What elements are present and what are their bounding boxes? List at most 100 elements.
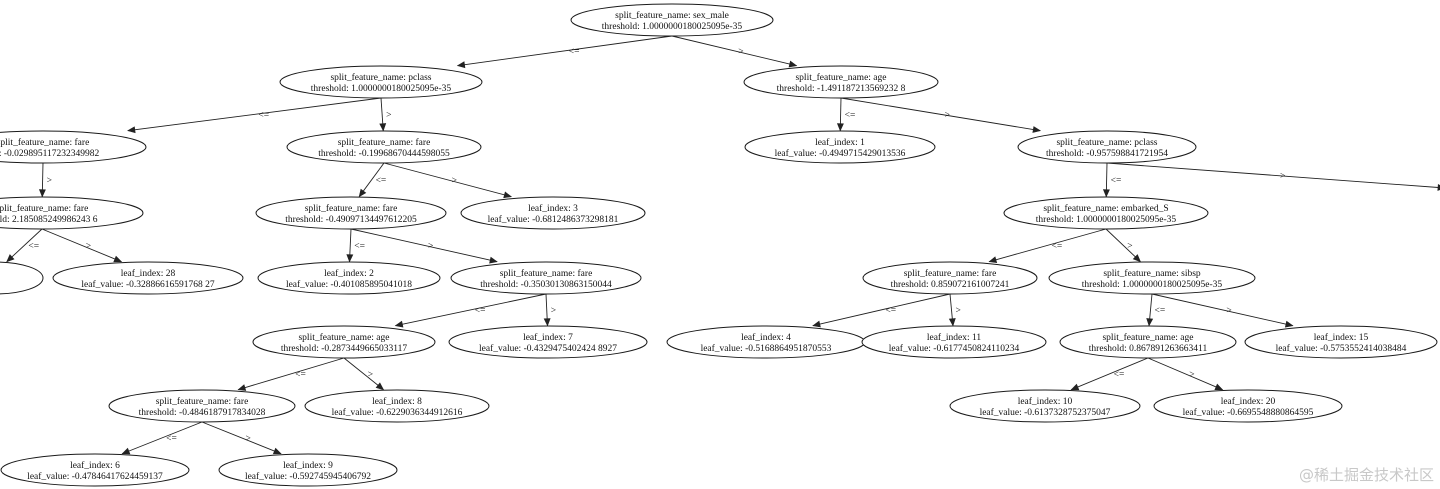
edge-label: > bbox=[955, 306, 960, 316]
node-ellipse bbox=[0, 261, 44, 295]
edge-n_fare_mid1-to-leaf3: > bbox=[383, 162, 512, 199]
node-line-1: split_feature_name: fare bbox=[156, 396, 249, 407]
node-line-1: split_feature_name: embarked_S bbox=[1043, 203, 1168, 214]
node-line-2: leaf_value: -0.592745945406792 bbox=[245, 471, 371, 482]
node-line-2: leaf_value: -0.47846417624459137 bbox=[27, 471, 163, 482]
node-ellipse bbox=[108, 389, 296, 423]
node-line-2: leaf_value: -0.4329475402424 8927 bbox=[479, 343, 617, 354]
edge-n_fare_left2-to-leaf_cut: <= bbox=[6, 228, 43, 263]
arrowhead bbox=[1146, 318, 1154, 327]
node-ellipse bbox=[255, 196, 447, 230]
node-ellipse bbox=[460, 196, 646, 230]
node-line-1: split_feature_name: pclass bbox=[1056, 137, 1157, 148]
edge-n_fare_mid1-to-n_fare_mid2: <= bbox=[358, 162, 386, 198]
arrowhead bbox=[812, 320, 821, 328]
node-line-1: leaf_index: 15 bbox=[1314, 332, 1369, 343]
edge-n_fare_low-to-leaf9: > bbox=[201, 421, 282, 455]
edge-n_fare_mid3-to-n_age_mid: <= bbox=[394, 293, 547, 328]
node-ellipse bbox=[1017, 130, 1197, 164]
node-ellipse bbox=[1003, 196, 1209, 230]
node-ellipse bbox=[304, 389, 490, 423]
node-line-2: threshold: -0.49097134497612205 bbox=[285, 215, 417, 225]
node-line-2: threshold: 1.0000000180025095e-35 bbox=[1082, 280, 1223, 290]
edge-label: <= bbox=[845, 110, 856, 120]
node-line-2: threshold: 1.0000000180025095e-35 bbox=[311, 84, 452, 94]
node-line-1: split_feature_name: sibsp bbox=[1103, 268, 1201, 279]
node-line-2: leaf_value: -0.6812486373298181 bbox=[488, 214, 619, 225]
node-line-2: threshold: 0.867891263663411 bbox=[1089, 344, 1208, 354]
node-line-1: leaf_index: 28 bbox=[121, 268, 176, 279]
node-line-1: split_feature_name: age bbox=[795, 72, 886, 83]
arrowhead bbox=[489, 256, 498, 264]
arrowhead bbox=[543, 318, 551, 327]
edge-line bbox=[1105, 228, 1141, 263]
node-line-2: threshold: -0.4846187917834028 bbox=[139, 408, 266, 418]
node-line-2: threshold: -0.19968670444598055 bbox=[318, 149, 450, 159]
node-ellipse bbox=[744, 130, 936, 164]
node-line-1: leaf_index: 20 bbox=[1221, 396, 1276, 407]
edge-label: <= bbox=[569, 47, 580, 57]
edge-n_pclass2-to-offscreen_right: > bbox=[1106, 162, 1440, 191]
edge-n_fare_mid3-to-leaf7: > bbox=[543, 293, 556, 327]
node-line-1: split_feature_name: fare bbox=[904, 268, 997, 279]
arrowhead bbox=[456, 61, 466, 69]
node-ellipse bbox=[450, 261, 642, 295]
node-line-2: leaf_value: -0.4949715429013536 bbox=[775, 148, 906, 159]
node-line-1: leaf_index: 8 bbox=[372, 396, 422, 407]
arrowhead bbox=[948, 318, 956, 327]
edge-n_fare_mid2-to-leaf2: <= bbox=[346, 228, 365, 263]
edge-n_fare_right-to-leaf4: <= bbox=[812, 293, 951, 328]
edge-n_age_top-to-leaf1: <= bbox=[836, 97, 856, 132]
edge-line bbox=[201, 421, 282, 455]
arrowhead bbox=[272, 447, 282, 455]
node-ellipse bbox=[218, 453, 398, 487]
node-ellipse bbox=[861, 325, 1047, 359]
arrowhead bbox=[375, 382, 385, 391]
edge-line bbox=[6, 228, 43, 263]
edge-label: > bbox=[452, 176, 457, 186]
tree-edges: <=><=><=>><=><=><=><=><=><=><=><=><=><=>… bbox=[6, 35, 1440, 455]
edge-label: <= bbox=[1111, 176, 1122, 186]
tree-node-n_fare_left1: split_feature_name: fareold: -0.02989511… bbox=[0, 130, 147, 164]
edge-line bbox=[840, 97, 1041, 132]
arrowhead bbox=[1284, 320, 1294, 328]
edge-label: <= bbox=[1155, 306, 1166, 316]
edge-n_pclass2-to-n_embarked: <= bbox=[1102, 162, 1122, 198]
edge-label: <= bbox=[258, 110, 269, 120]
edge-label: > bbox=[1280, 172, 1285, 182]
edge-n_age_right-to-leaf10: <= bbox=[1070, 357, 1149, 391]
arrowhead bbox=[788, 60, 798, 68]
node-ellipse bbox=[0, 453, 190, 487]
node-line-1: split_feature_name: sex_male bbox=[615, 10, 729, 21]
edge-n_age_right-to-leaf20: > bbox=[1147, 357, 1224, 391]
edge-line bbox=[395, 293, 547, 327]
arrowhead bbox=[503, 191, 512, 199]
node-line-2: leaf_value: -0.6695548880864595 bbox=[1183, 407, 1314, 418]
node-ellipse bbox=[252, 325, 436, 359]
node-line-1: split_feature_name: age bbox=[298, 332, 389, 343]
node-line-2: threshold: -0.957598841721954 bbox=[1046, 149, 1168, 159]
node-line-1: leaf_index: 7 bbox=[523, 332, 573, 343]
node-line-2: threshold: 1.0000000180025095e-35 bbox=[1036, 215, 1177, 225]
node-ellipse bbox=[1048, 261, 1256, 295]
edge-label: <= bbox=[166, 434, 177, 444]
edge-label: > bbox=[1127, 241, 1132, 251]
arrowhead bbox=[38, 189, 46, 198]
node-line-1: split_feature_name: fare bbox=[0, 137, 89, 148]
edge-n_pclass1-to-n_fare_mid1: > bbox=[379, 97, 391, 132]
edge-root-to-n_pclass1: <= bbox=[456, 35, 673, 69]
node-line-1: leaf_index: 3 bbox=[528, 203, 578, 214]
